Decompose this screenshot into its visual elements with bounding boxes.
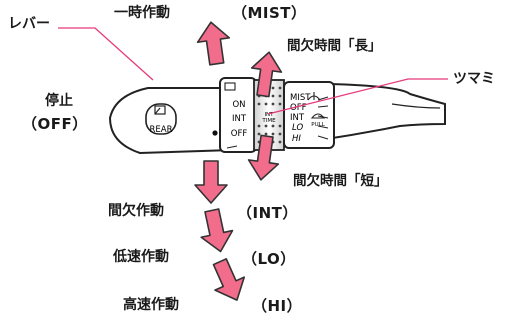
- int-time-label-1: INT: [264, 112, 274, 118]
- front-off-label: OFF: [290, 103, 307, 113]
- mist-sub: （MIST）: [232, 4, 307, 22]
- lo-down-arrow: [200, 208, 234, 253]
- rear-window-wiper-icon: [154, 105, 166, 115]
- rear-label: REAR: [150, 125, 173, 135]
- hi-down-arrow: [212, 258, 246, 301]
- knob-label: ツマミ: [453, 71, 495, 87]
- mist-up-arrow: [196, 21, 231, 66]
- position-dot: [212, 130, 218, 136]
- front-hi-label: HI: [292, 134, 301, 144]
- int-short-label: 間欠時間「短」: [293, 173, 388, 189]
- front-mist-label: MIST: [290, 93, 311, 103]
- int-long-label: 間欠時間「長」: [287, 38, 382, 54]
- int-long-arrow: [250, 51, 283, 98]
- rear-wiper-icon: [145, 103, 177, 135]
- front-pull-label: PULL: [311, 122, 325, 128]
- front-wiper-icon-top: [307, 92, 321, 101]
- lever-leader-line: [58, 27, 154, 81]
- knob-leader-line: [267, 78, 448, 115]
- lever-label: レバー: [8, 16, 50, 32]
- int-time-label-2: TIME: [261, 118, 276, 124]
- rear-top-wiper-icon: [224, 82, 236, 91]
- rear-int-label: INT: [232, 114, 247, 124]
- int-down-arrow: [194, 160, 228, 204]
- rear-off-label: OFF: [231, 129, 248, 139]
- int-title: 間欠作動: [108, 203, 164, 219]
- int-short-arrow: [247, 134, 280, 181]
- front-int-label: INT: [290, 113, 305, 123]
- hi-title: 高速作動: [123, 297, 179, 313]
- front-lo-label: LO: [292, 123, 303, 133]
- stop-off-label: （OFF）: [22, 115, 88, 133]
- stop-label: 停止: [45, 93, 73, 109]
- front-wiper-icon-pull: [310, 113, 326, 119]
- rear-on-label: ON: [232, 100, 245, 110]
- lo-title: 低速作動: [113, 249, 169, 265]
- int-sub: （INT）: [237, 204, 298, 222]
- lo-sub: （LO）: [242, 250, 296, 268]
- switch-tick-marks: [226, 96, 329, 149]
- mist-title: 一時作動: [114, 5, 170, 21]
- hi-sub: （HI）: [252, 297, 303, 315]
- lever-stem-line: [391, 103, 441, 109]
